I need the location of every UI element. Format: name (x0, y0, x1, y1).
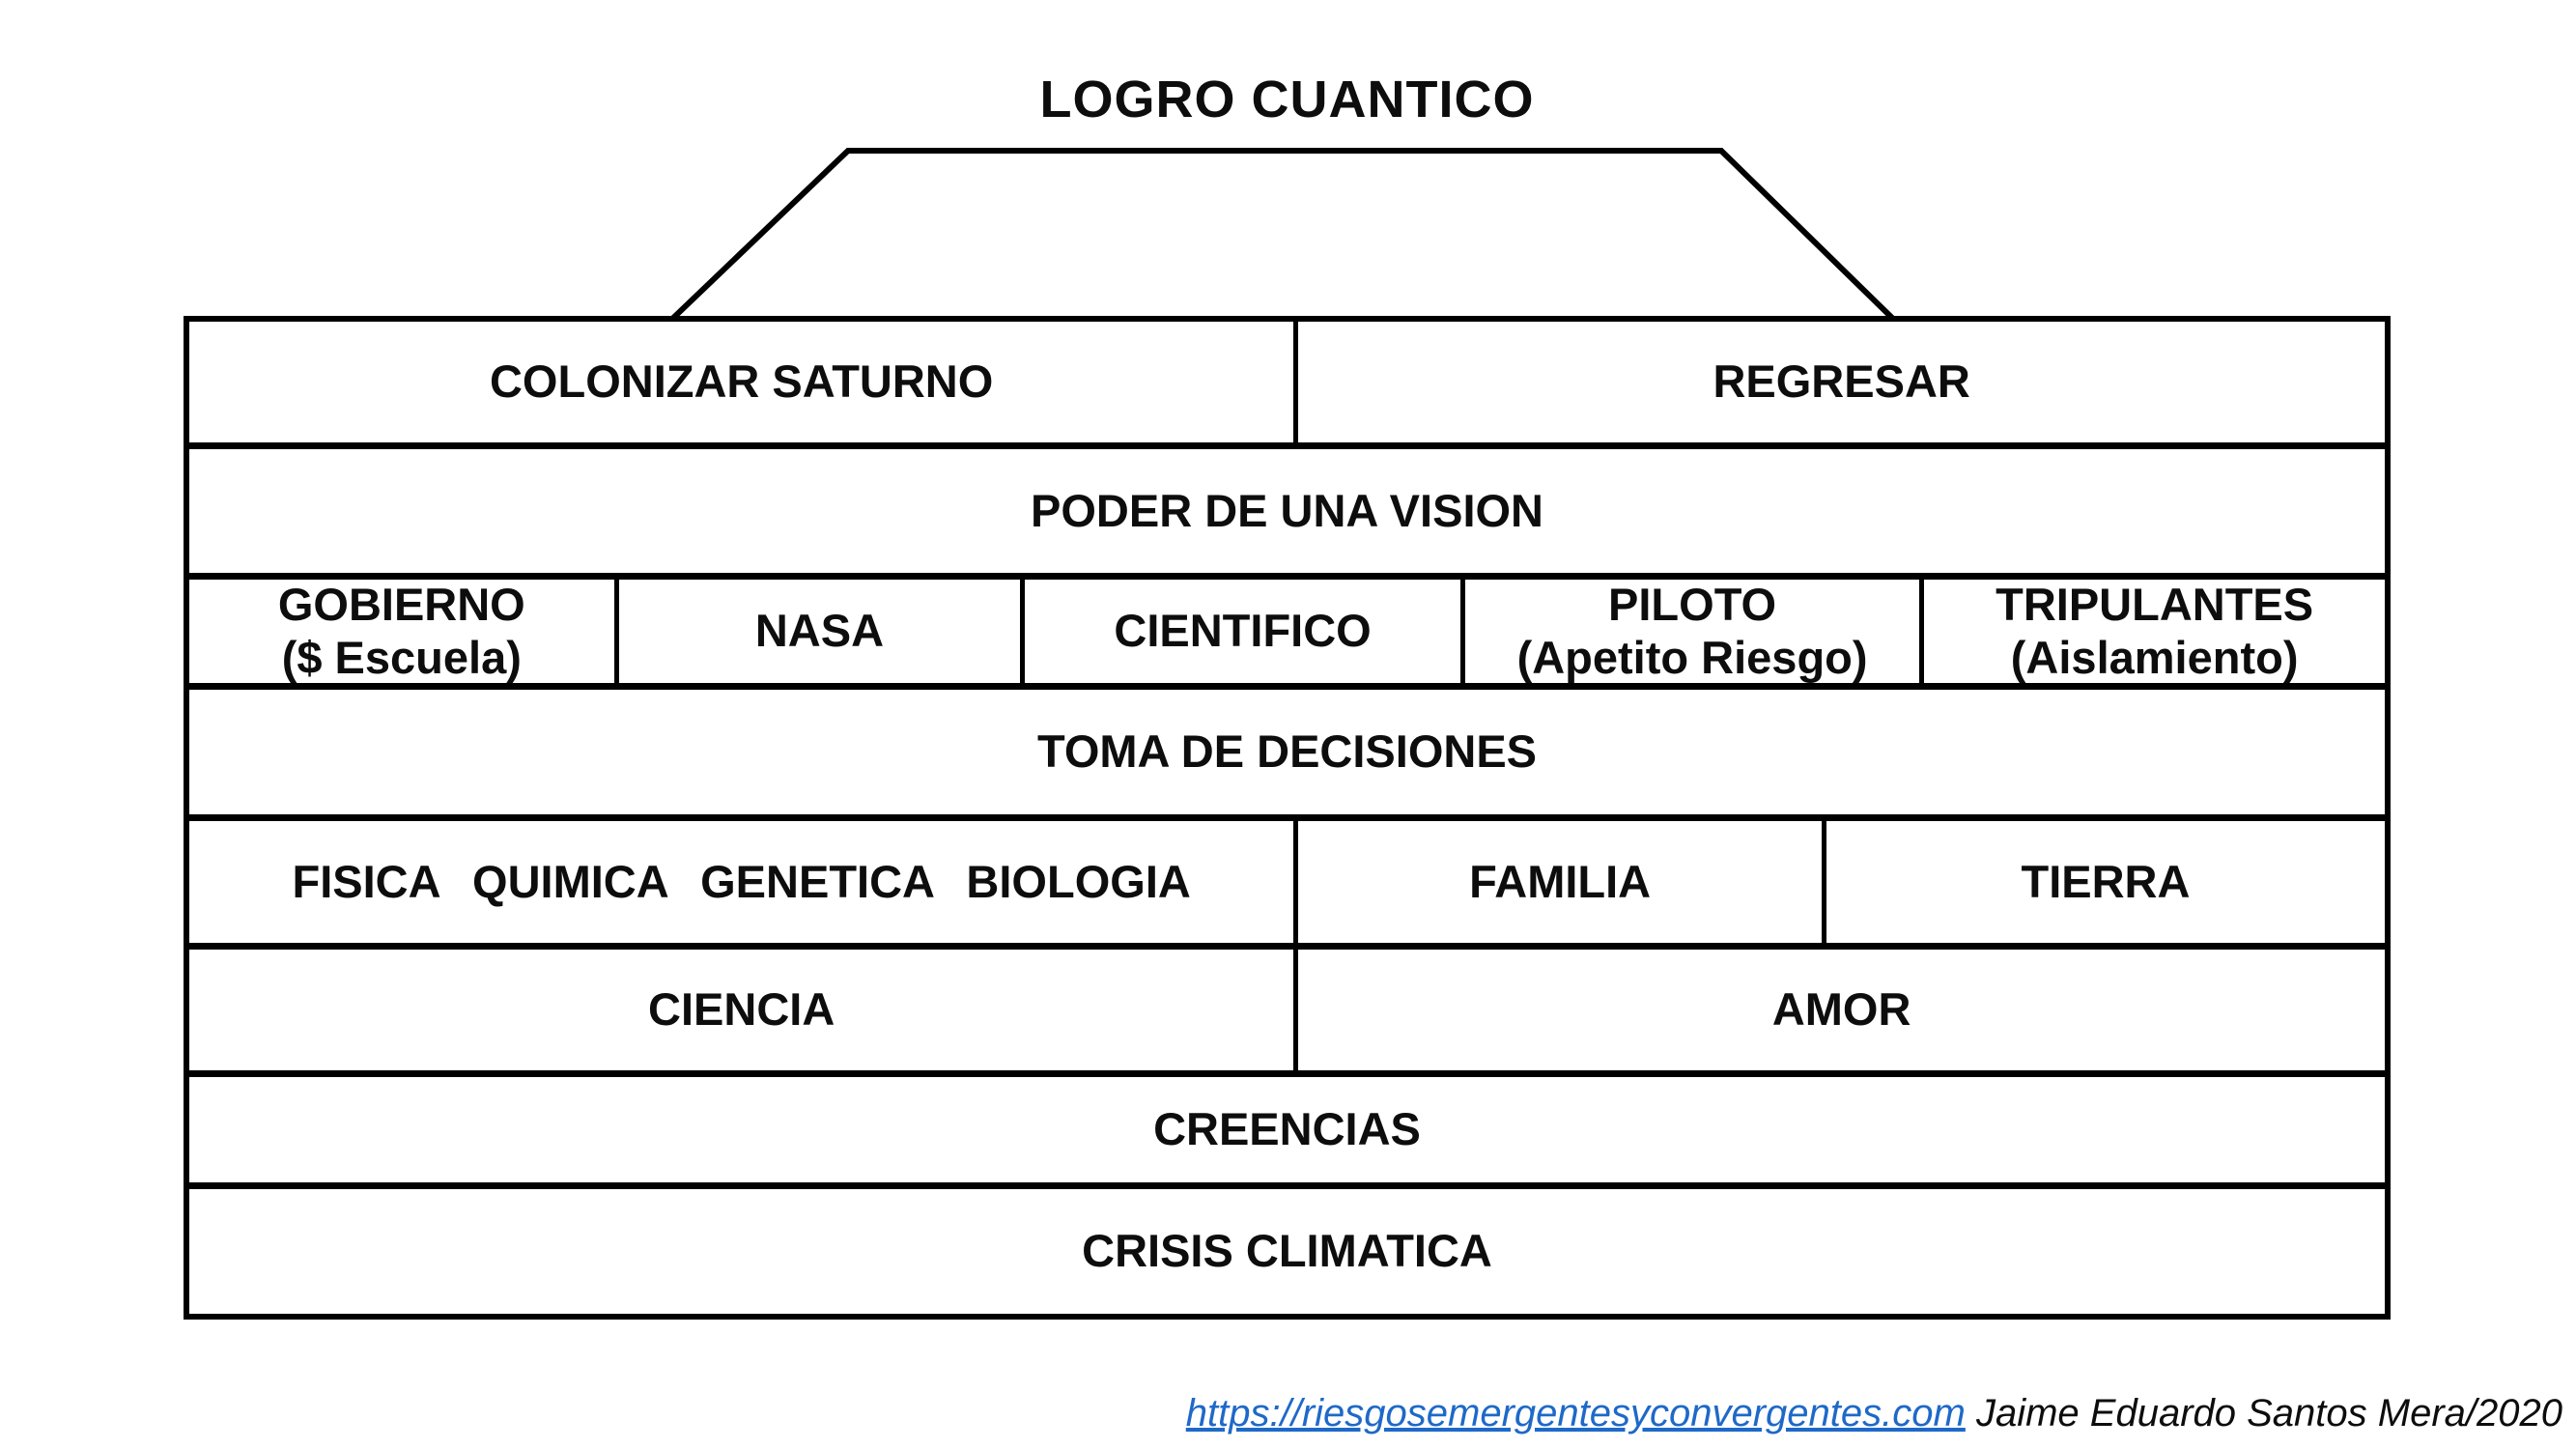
cell-label: COLONIZAR SATURNO (489, 355, 994, 408)
pyramid-row-decisions: TOMA DE DECISIONES (189, 683, 2385, 814)
cell-label: CIENCIA (648, 983, 835, 1036)
pyramid-row-vision: PODER DE UNA VISION (189, 442, 2385, 573)
cell-label: PILOTO (1608, 578, 1777, 630)
cell-fisica-quimica-genetica-biologia: FISICA QUIMICA GENETICA BIOLOGIA (189, 821, 1293, 943)
pyramid-table: COLONIZAR SATURNO REGRESAR PODER DE UNA … (184, 316, 2391, 1320)
cell-toma-de-decisiones: TOMA DE DECISIONES (189, 690, 2385, 814)
cell-subtext: ($ Escuela) (281, 631, 522, 683)
cell-creencias: CREENCIAS (189, 1077, 2385, 1182)
cell-tripulantes: TRIPULANTES (Aislamiento) (1919, 578, 2385, 683)
cell-label: FAMILIA (1469, 855, 1652, 907)
cell-label: TRIPULANTES (1996, 578, 2314, 630)
cell-cientifico: CIENTIFICO (1020, 580, 1460, 683)
pyramid-row-domains: FISICA QUIMICA GENETICA BIOLOGIA FAMILIA… (189, 814, 2385, 943)
footer-credit: https://riesgosemergentesyconvergentes.c… (1186, 1392, 2562, 1435)
cell-nasa: NASA (613, 580, 1021, 683)
cell-subtext: (Apetito Riesgo) (1516, 631, 1868, 683)
cell-gobierno: GOBIERNO ($ Escuela) (189, 578, 614, 683)
pyramid-row-goals: COLONIZAR SATURNO REGRESAR (189, 322, 2385, 442)
cell-label: GOBIERNO (277, 578, 525, 630)
cell-label: TIERRA (2021, 855, 2191, 907)
cell-label: PODER DE UNA VISION (1031, 484, 1543, 536)
cell-subtext: (Aislamiento) (2010, 631, 2299, 683)
cell-label: REGRESAR (1713, 355, 1970, 408)
footer-author: Jaime Eduardo Santos Mera/2020 (1965, 1392, 2562, 1435)
cell-label: CREENCIAS (1153, 1103, 1421, 1155)
cell-familia: FAMILIA (1293, 821, 1822, 943)
diagram-title: LOGRO CUANTICO (1039, 71, 1535, 128)
cell-label: AMOR (1771, 983, 1911, 1036)
cell-ciencia: CIENCIA (189, 950, 1293, 1070)
cell-amor: AMOR (1293, 950, 2385, 1070)
cell-label: CIENTIFICO (1114, 605, 1372, 657)
cell-piloto: PILOTO (Apetito Riesgo) (1459, 578, 1920, 683)
cell-tierra: TIERRA (1821, 821, 2385, 943)
pyramid-row-beliefs: CREENCIAS (189, 1070, 2385, 1182)
cell-poder-de-una-vision: PODER DE UNA VISION (189, 449, 2385, 573)
pyramid-row-values: CIENCIA AMOR (189, 943, 2385, 1070)
cell-label: TOMA DE DECISIONES (1036, 725, 1538, 778)
cell-regresar: REGRESAR (1293, 322, 2385, 442)
cell-colonizar-saturno: COLONIZAR SATURNO (189, 322, 1293, 442)
cell-label: FISICA QUIMICA GENETICA BIOLOGIA (292, 855, 1191, 907)
cell-label: NASA (754, 605, 885, 657)
cell-label: CRISIS CLIMATICA (1082, 1225, 1492, 1277)
pyramid-row-crisis: CRISIS CLIMATICA (189, 1182, 2385, 1314)
footer-link[interactable]: https://riesgosemergentesyconvergentes.c… (1185, 1392, 1966, 1435)
pyramid-row-actors: GOBIERNO ($ Escuela) NASA CIENTIFICO PIL… (189, 573, 2385, 683)
cell-crisis-climatica: CRISIS CLIMATICA (189, 1189, 2385, 1314)
